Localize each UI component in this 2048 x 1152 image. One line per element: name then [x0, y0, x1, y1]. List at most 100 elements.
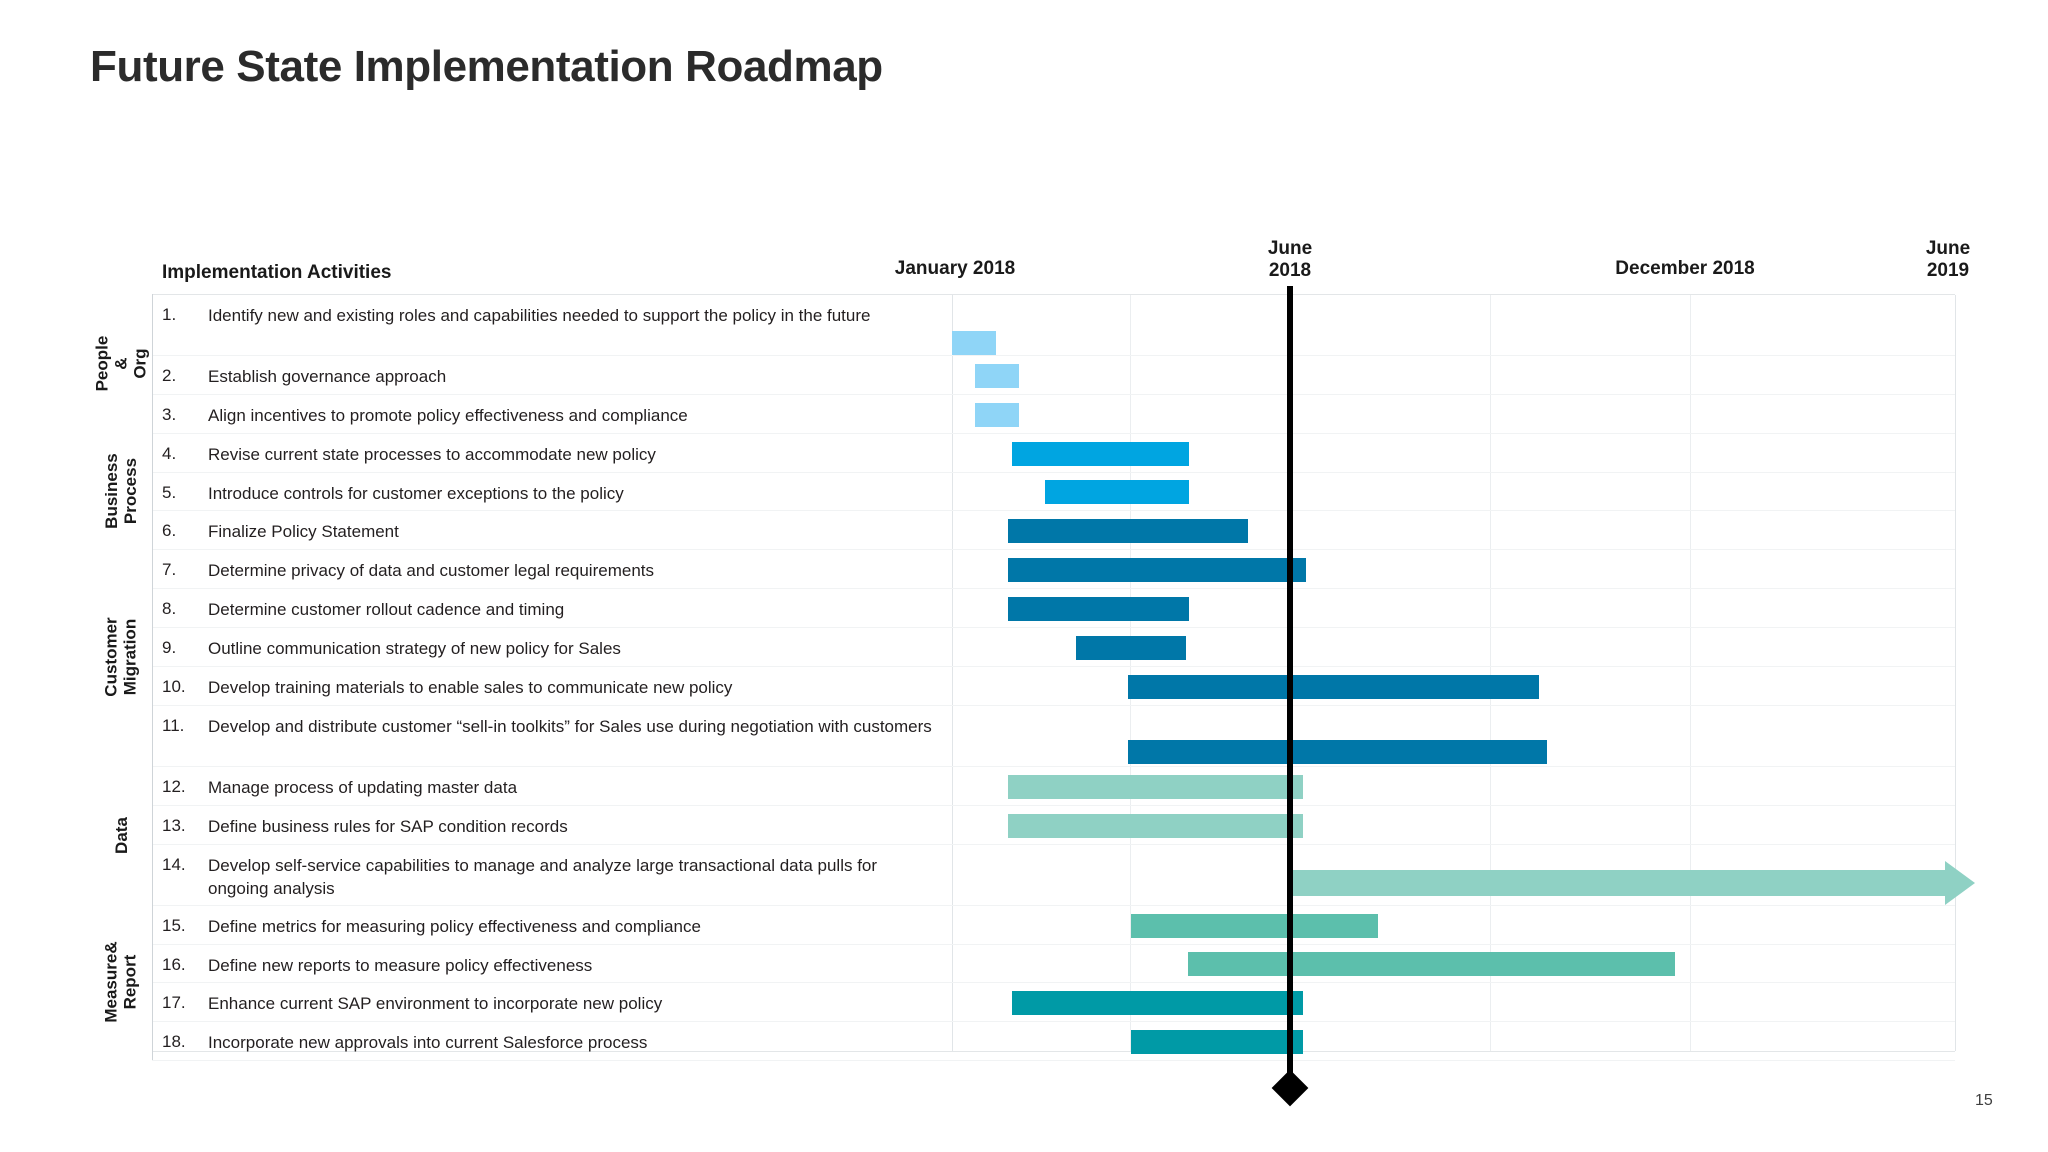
row-number: 10. — [162, 677, 186, 696]
category-label-3: Customer Migration — [90, 549, 152, 766]
grid-line-6 — [1955, 295, 1956, 1051]
table-row[interactable]: 17. Enhance current SAP environment to in… — [152, 983, 1955, 1022]
activity-label: Develop and distribute customer “sell-in… — [208, 717, 932, 736]
activity-label: Determine customer rollout cadence and t… — [208, 600, 565, 619]
activity-label: Outline communication strategy of new po… — [208, 639, 621, 658]
category-divider-4 — [152, 766, 153, 905]
category-label-4: Data — [90, 766, 152, 905]
row-number: 12. — [162, 777, 186, 796]
timeline-label-3: December 2018 — [1615, 258, 1755, 279]
table-row[interactable]: 3. Align incentives to promote policy eff… — [152, 395, 1955, 434]
activity-label: Determine privacy of data and customer l… — [208, 561, 654, 580]
activity-label: Define metrics for measuring policy effe… — [208, 917, 701, 936]
gantt-bar-18[interactable] — [1131, 1029, 1303, 1054]
table-row[interactable]: 18. Incorporate new approvals into curren… — [152, 1022, 1955, 1061]
activity-label: Align incentives to promote policy effec… — [208, 406, 688, 425]
gantt-bar-1[interactable] — [952, 331, 996, 355]
table-row[interactable]: 8. Determine customer rollout cadence and… — [152, 589, 1955, 628]
row-number: 2. — [162, 366, 177, 385]
row-number: 15. — [162, 916, 186, 935]
activity-label: Develop self-service capabilities to man… — [208, 856, 878, 898]
gantt-bar-13[interactable] — [1008, 813, 1303, 838]
activities-column-header: Implementation Activities — [162, 262, 392, 283]
row-number: 9. — [162, 638, 177, 657]
table-row[interactable]: 16. Define new reports to measure policy … — [152, 945, 1955, 983]
table-row[interactable]: 10. Develop training materials to enable … — [152, 667, 1955, 706]
grid-line-1 — [952, 295, 953, 1051]
category-label-5: Measure& Report — [90, 905, 152, 1060]
category-label-text: Business Process — [101, 453, 140, 529]
table-row[interactable]: 13. Define business rules for SAP conditi… — [152, 806, 1955, 845]
activity-label: Revise current state processes to accomm… — [208, 445, 656, 464]
row-number: 16. — [162, 955, 186, 974]
timeline-label-1: January 2018 — [894, 258, 1016, 279]
category-divider-3 — [152, 549, 153, 766]
page-number: 15 — [1975, 1092, 1993, 1109]
grid-line-2 — [1130, 295, 1131, 1051]
table-row[interactable]: 15. Define metrics for measuring policy e… — [152, 906, 1955, 945]
row-number: 8. — [162, 599, 177, 618]
gantt-bar-3[interactable] — [975, 402, 1019, 427]
category-label-text: Measure& Report — [101, 941, 141, 1024]
grid-line-5 — [1690, 295, 1691, 1051]
row-number: 1. — [162, 305, 177, 324]
gantt-bar-17[interactable] — [1012, 990, 1303, 1015]
gantt-bar-7[interactable] — [1008, 557, 1306, 582]
table-row[interactable]: 11. Develop and distribute customer “sell… — [152, 706, 1955, 767]
table-row[interactable]: 2. Establish governance approach — [152, 356, 1955, 395]
gantt-bar-9[interactable] — [1076, 635, 1186, 660]
gantt-bar-8[interactable] — [1008, 596, 1189, 621]
row-number: 14. — [162, 855, 186, 874]
gantt-bar-6[interactable] — [1008, 518, 1248, 543]
table-row[interactable]: 1.Identify new and existing roles and ca… — [152, 295, 1955, 356]
activity-label: Incorporate new approvals into current S… — [208, 1033, 648, 1052]
table-row[interactable]: 5. Introduce controls for customer except… — [152, 473, 1955, 511]
row-number: 6. — [162, 521, 177, 540]
activity-label: Finalize Policy Statement — [208, 522, 399, 541]
page-title: Future State Implementation Roadmap — [90, 42, 883, 91]
activity-label: Enhance current SAP environment to incor… — [208, 994, 663, 1013]
row-number: 13. — [162, 816, 186, 835]
gantt-bar-14[interactable] — [1290, 861, 1975, 905]
activity-label: Define new reports to measure policy eff… — [208, 956, 593, 975]
activity-label: Introduce controls for customer exceptio… — [208, 484, 624, 503]
category-label-1: People & Org — [90, 294, 152, 433]
table-row[interactable]: 14. Develop self-service capabilities to … — [152, 845, 1955, 906]
row-number: 7. — [162, 560, 177, 579]
gantt-bar-4[interactable] — [1012, 441, 1189, 466]
gantt-bar-12[interactable] — [1008, 774, 1303, 799]
table-row[interactable]: 4. Revise current state processes to acco… — [152, 434, 1955, 473]
row-number: 3. — [162, 405, 177, 424]
category-divider-2 — [152, 433, 153, 549]
category-label-2: Business Process — [90, 433, 152, 549]
category-divider-5 — [152, 905, 153, 1060]
gantt-bar-2[interactable] — [975, 363, 1019, 388]
row-number: 4. — [162, 444, 177, 463]
category-label-text: People & Org — [92, 335, 150, 392]
gantt-bar-10[interactable] — [1128, 674, 1539, 699]
category-label-text: Customer Migration — [101, 617, 141, 698]
gantt-bar-15[interactable] — [1131, 913, 1378, 938]
table-row[interactable]: 9. Outline communication strategy of new … — [152, 628, 1955, 667]
activity-label: Define business rules for SAP condition … — [208, 817, 568, 836]
arrow-body — [1290, 870, 1945, 896]
activity-label: Develop training materials to enable sal… — [208, 678, 733, 697]
gantt-bar-11[interactable] — [1128, 740, 1547, 764]
category-divider-1 — [152, 294, 153, 433]
gantt-bar-5[interactable] — [1045, 480, 1189, 504]
table-row[interactable]: 12. Manage process of updating master dat… — [152, 767, 1955, 806]
activity-label: Establish governance approach — [208, 367, 447, 386]
table-row[interactable]: 6. Finalize Policy Statement — [152, 511, 1955, 550]
row-number: 18. — [162, 1032, 186, 1051]
gantt-bar-16[interactable] — [1188, 952, 1675, 976]
chart-grid-area: 1.Identify new and existing roles and ca… — [152, 294, 1975, 1061]
row-number: 11. — [162, 716, 185, 735]
milestone-line-june-2018 — [1287, 286, 1293, 1075]
timeline-label-4: June 2019 — [1925, 238, 1971, 281]
activity-label: Manage process of updating master data — [208, 778, 518, 797]
table-row[interactable]: 7. Determine privacy of data and customer… — [152, 550, 1955, 589]
row-number: 17. — [162, 993, 186, 1012]
row-number: 5. — [162, 483, 177, 502]
